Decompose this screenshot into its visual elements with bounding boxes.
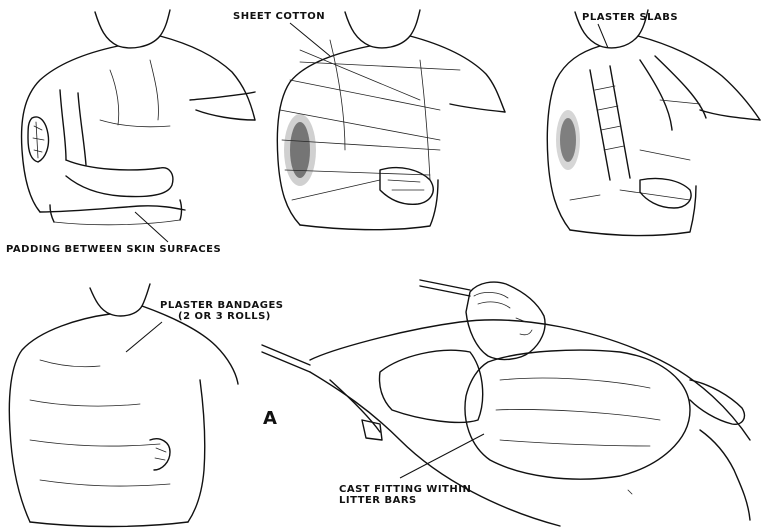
label-litter-bars: LITTER BARS (339, 495, 417, 506)
figure-patient-on-litter (262, 280, 750, 526)
padding-leader-line (135, 212, 168, 242)
label-cast-fitting: CAST FITTING WITHIN (339, 484, 471, 495)
litter-pole-top (420, 280, 470, 296)
label-padding-between-skin-surfaces: PADDING BETWEEN SKIN SURFACES (6, 244, 221, 255)
panel-letter-a: A (263, 408, 277, 429)
plaster-slabs-leader-line (598, 24, 608, 48)
sheet-cotton-leader-line (290, 23, 330, 56)
figure-torso-plaster-slabs (547, 10, 760, 236)
figure-torso-with-wound (22, 10, 255, 225)
label-plaster-slabs: PLASTER SLABS (582, 12, 678, 23)
plaster-bandages-leader-line (126, 322, 162, 352)
figure-torso-sheet-cotton (277, 10, 505, 230)
cast-fitting-leader-line (400, 434, 484, 478)
litter-pole-left (262, 345, 310, 372)
label-sheet-cotton: SHEET COTTON (233, 11, 325, 22)
label-plaster-bandages-rolls: (2 OR 3 ROLLS) (178, 311, 271, 322)
label-plaster-bandages: PLASTER BANDAGES (160, 300, 284, 311)
